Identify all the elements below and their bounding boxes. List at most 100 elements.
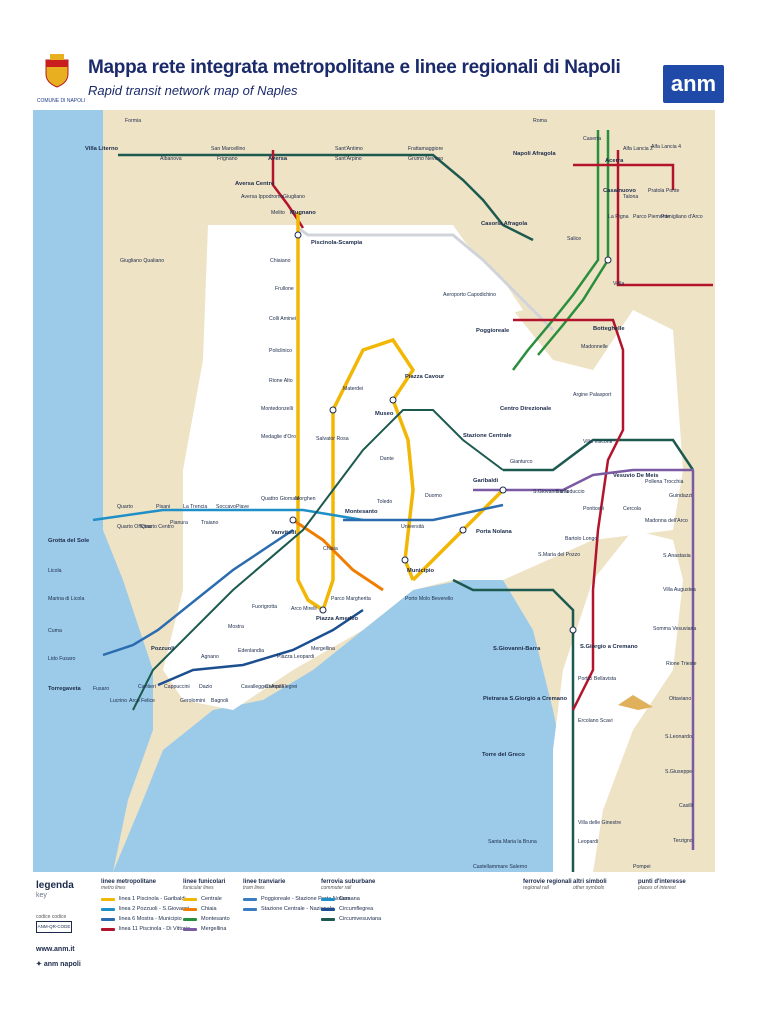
station-barra[interactable]: Barra [556,489,569,495]
station-stazione-centrale[interactable]: Stazione Centrale [463,433,512,439]
station-s-giorgio-cremano[interactable]: S.Giorgio a Cremano [580,644,638,650]
legend-qr[interactable]: ANM-QR-CODE [36,921,72,933]
station-montedonzelli[interactable]: Montedonzelli [261,406,293,412]
station-s-leonardo[interactable]: S.Leonardo [665,734,692,740]
station-cappuccini[interactable]: Cappuccini [164,684,190,690]
station-arco-mirelli[interactable]: Arco Mirelli [291,606,317,612]
line-cumana-coast[interactable] [157,608,364,687]
station-fuorigrotta[interactable]: Fuorigrotta [252,604,277,610]
station-mugnano[interactable]: Mugnano [290,210,316,216]
station-lido-fusaro[interactable]: Lido Fusaro [48,656,76,662]
station-volla[interactable]: Volla [613,281,624,287]
station-dazio[interactable]: Dazio [199,684,212,690]
line-circumvesuviana-inland[interactable] [503,438,695,472]
station-pozzuoli[interactable]: Pozzuoli [151,646,175,652]
line-purple[interactable] [473,468,693,492]
line-regional-green-2[interactable] [537,130,610,356]
line-6[interactable] [292,518,384,592]
station-napoli-afragola[interactable]: Napoli Afragola [513,151,556,157]
line-circumflegrea-north[interactable] [118,153,534,242]
station-s-giuseppe[interactable]: S.Giuseppe [665,769,692,775]
line-circumflegrea-ring[interactable] [132,409,504,711]
station-casilli[interactable]: Casilli [679,803,693,809]
line-circumvesuviana-coast[interactable] [452,578,575,872]
station-formia[interactable]: Formia [125,118,141,124]
station-piave[interactable]: Piave [236,504,249,510]
station-quarto[interactable]: Quarto [117,504,133,510]
station-parco-margherita[interactable]: Parco Margherita [331,596,371,602]
station-centro-direzionale[interactable]: Centro Direzionale [500,406,552,412]
station-villa-augustea[interactable]: Villa Augustea [663,587,696,593]
station-ponticelli[interactable]: Ponticelli [583,506,604,512]
station-porta-nolana[interactable]: Porta Nolana [476,529,513,535]
station-frignano[interactable]: Frignano [217,156,238,162]
station-morghen[interactable]: Morghen [295,496,316,502]
station-pianura[interactable]: Pianura [170,520,188,526]
station-villa-visconti[interactable]: Villa Visconti [583,439,612,445]
station-s-anastasia[interactable]: S.Anastasia [663,553,691,559]
station-giugliano-qualiano[interactable]: Giugliano Qualiano [120,258,164,264]
station-materdei[interactable]: Materdei [343,386,363,392]
station-rione-trieste[interactable]: Rione Trieste [666,661,697,667]
station-sant-arpino[interactable]: Sant'Arpino [335,156,362,162]
station-licola[interactable]: Licola [48,568,62,574]
station-casoria[interactable]: Casoria Afragola [481,221,528,227]
line-1-north[interactable] [296,212,324,612]
line-acerra-red[interactable] [616,150,713,287]
station-lucrino[interactable]: Lucrino [110,698,127,704]
station-fusaro[interactable]: Fusaro [93,686,109,692]
station-ercolano[interactable]: Ercolano Scavi [578,718,613,724]
station-leopardi[interactable]: Leopardi [578,839,598,845]
station-salice[interactable]: Salice [567,236,581,242]
station-piazza-amedeo[interactable]: Piazza Amedeo [316,616,358,622]
line-metro-circle[interactable] [297,226,555,332]
station-pollena[interactable]: Pollena Trocchia [645,479,683,485]
station-salvator-rosa[interactable]: Salvator Rosa [316,436,349,442]
station-vesuvio-de-meis[interactable]: Vesuvio De Meis [613,473,658,479]
station-somma[interactable]: Somma Vesuviana [653,626,696,632]
station-torre-greco[interactable]: Torre del Greco [482,752,525,758]
station-chiaiano[interactable]: Chiaiano [270,258,291,264]
station-policlinico[interactable]: Policlinico [269,348,292,354]
station-s-giovanni-barra[interactable]: S.Giovanni-Barra [493,646,541,652]
station-castellammare[interactable]: Castellammare Salerno [473,864,527,870]
station-medaglie[interactable]: Medaglie d'Oro [261,434,296,440]
station-frullone[interactable]: Frullone [275,286,294,292]
station-traiano[interactable]: Traiano [201,520,219,526]
station-aversa[interactable]: Aversa [268,156,288,162]
station-caserta[interactable]: Caserta [583,136,601,142]
station-campi-flegrei[interactable]: Campi Flegrei [265,684,297,690]
station-universita[interactable]: Università [401,524,424,530]
line-circumflegrea-west[interactable] [92,508,364,522]
station-soccavo[interactable]: Soccavo [216,504,236,510]
station-bagnoli[interactable]: Bagnoli [211,698,228,704]
station-pompei[interactable]: Pompei [633,864,651,870]
station-toledo[interactable]: Toledo [377,499,392,505]
station-ferry-port[interactable]: Porto Molo Beverello [405,596,453,602]
station-quarto-officina[interactable]: Quarto Officina [117,524,152,530]
station-quarto-centro[interactable]: Quarto Centro [141,524,174,530]
station-municipio[interactable]: Municipio [407,568,435,574]
station-grumo-nevano[interactable]: Grumo Nevano [408,156,443,162]
station-cercola[interactable]: Cercola [623,506,641,512]
anm-logo[interactable]: anm [663,65,724,103]
station-vanvitelli[interactable]: Vanvitelli [271,530,297,536]
station-piazza-leopardi[interactable]: Piazza Leopardi [277,654,314,660]
station-cuma[interactable]: Cuma [48,628,62,634]
station-frattamaggiore[interactable]: Frattamaggiore [408,146,443,152]
station-cavalleggeri[interactable]: Cavalleggeri Aosta [241,684,284,690]
station-poggioreale[interactable]: Poggioreale [476,328,510,334]
station-marina-licola[interactable]: Marina di Licola [48,596,84,602]
station-agnano[interactable]: Agnano [201,654,219,660]
station-portici[interactable]: Portici Bellavista [578,676,616,682]
station-dante[interactable]: Dante [380,456,394,462]
station-garibaldi[interactable]: Garibaldi [473,478,499,484]
station-mostra[interactable]: Mostra [228,624,244,630]
station-sant-antimo[interactable]: Sant'Antimo [335,146,363,152]
station-villa-literno[interactable]: Villa Literno [85,146,119,152]
station-albanova[interactable]: Albanova [160,156,182,162]
line-1-center[interactable] [321,337,416,611]
station-ottaviano[interactable]: Ottaviano [669,696,691,702]
station-villa-ginestre[interactable]: Villa delle Ginestre [578,820,621,826]
station-gianturco[interactable]: Gianturco [510,459,533,465]
